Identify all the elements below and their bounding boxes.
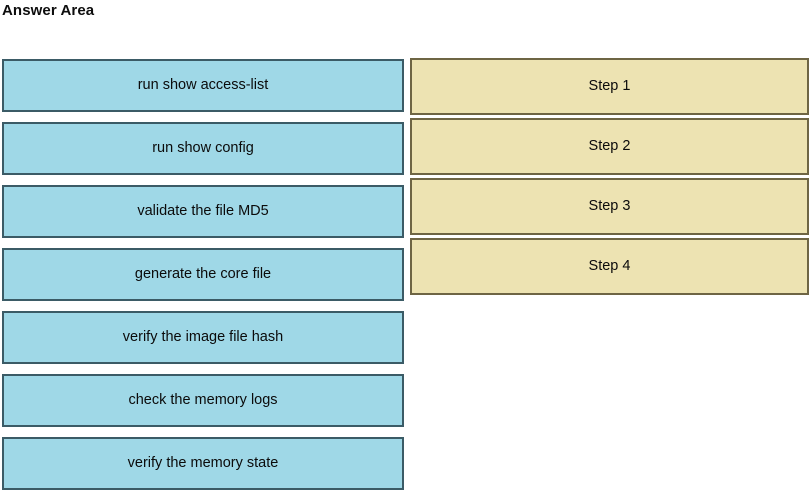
- option-item-label: run show access-list: [137, 77, 269, 93]
- option-item[interactable]: run show access-list: [2, 59, 404, 112]
- step-slot[interactable]: Step 3: [410, 178, 809, 235]
- option-item-label: verify the memory state: [127, 455, 279, 471]
- step-slot-label: Step 3: [588, 198, 631, 214]
- step-slot[interactable]: Step 2: [410, 118, 809, 175]
- option-item-label: generate the core file: [134, 266, 272, 282]
- page-title: Answer Area: [2, 2, 95, 19]
- option-item[interactable]: check the memory logs: [2, 374, 404, 427]
- step-slot-label: Step 2: [588, 138, 631, 154]
- options-column: run show access-list run show config val…: [2, 59, 404, 490]
- step-slot-label: Step 4: [588, 258, 631, 274]
- option-item[interactable]: generate the core file: [2, 248, 404, 301]
- step-slot-label: Step 1: [588, 78, 631, 94]
- steps-column: Step 1 Step 2 Step 3 Step 4: [410, 58, 809, 295]
- option-item[interactable]: validate the file MD5: [2, 185, 404, 238]
- option-item-label: verify the image file hash: [122, 329, 284, 345]
- option-item[interactable]: run show config: [2, 122, 404, 175]
- option-item-label: validate the file MD5: [137, 203, 269, 219]
- option-item[interactable]: verify the image file hash: [2, 311, 404, 364]
- option-item-label: run show config: [152, 140, 254, 156]
- option-item[interactable]: verify the memory state: [2, 437, 404, 490]
- step-slot[interactable]: Step 1: [410, 58, 809, 115]
- option-item-label: check the memory logs: [128, 392, 278, 408]
- step-slot[interactable]: Step 4: [410, 238, 809, 295]
